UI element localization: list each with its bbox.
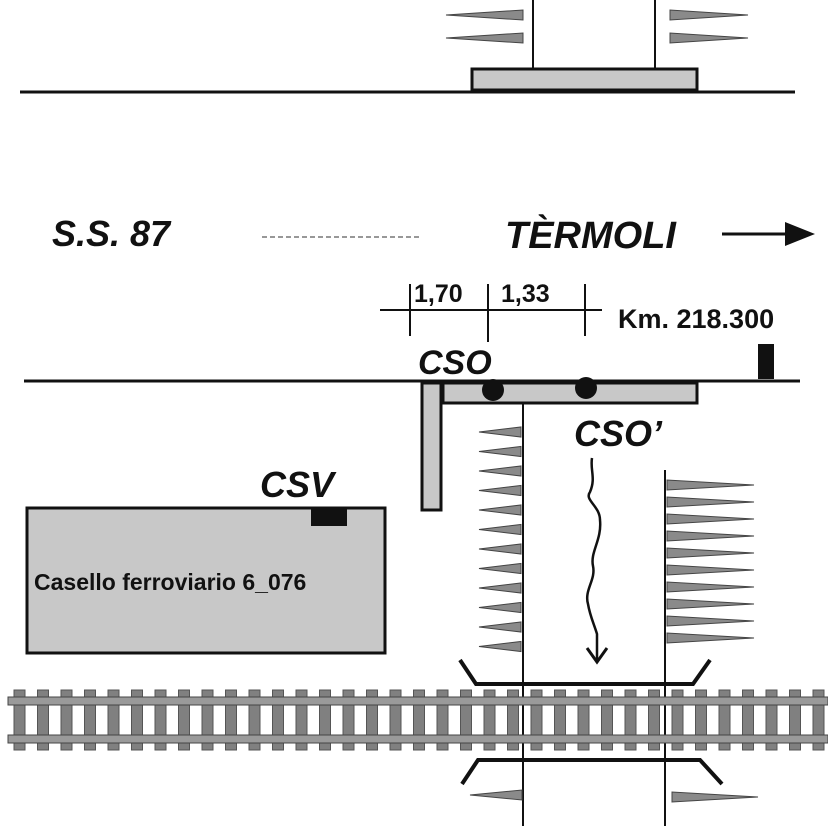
warning-triangle	[445, 9, 524, 21]
warning-triangle	[669, 32, 749, 44]
top-road	[20, 0, 795, 94]
track-sleeper	[248, 689, 261, 751]
bottom-warning-triangles	[469, 789, 759, 803]
track-sleeper	[131, 689, 143, 751]
direction-label: TÈRMOLI	[505, 213, 677, 257]
dimension-lines	[380, 284, 602, 342]
left-warning-triangles	[478, 426, 522, 653]
warning-triangle	[666, 564, 755, 576]
warning-triangle	[671, 791, 759, 803]
traffic-island	[441, 381, 699, 405]
dimension-2-label: 1,33	[501, 280, 550, 308]
top-traffic-island	[470, 67, 699, 92]
track-sleeper	[718, 689, 731, 751]
track-sleeper	[413, 689, 425, 751]
crossing-barrier-bottom	[460, 758, 724, 786]
warning-triangle	[666, 530, 755, 542]
warning-triangle	[669, 9, 749, 21]
warning-triangle	[478, 601, 522, 614]
track-sleeper	[107, 689, 120, 751]
csv-label: CSV	[260, 464, 337, 505]
rail-top	[7, 696, 828, 706]
warning-triangle	[478, 445, 522, 458]
track-sleeper	[201, 689, 214, 751]
warning-triangle	[478, 504, 522, 516]
barrier-arm	[420, 381, 443, 512]
track-sleeper	[295, 689, 308, 751]
cso-label: CSO	[418, 344, 492, 382]
track-sleeper	[60, 689, 73, 751]
track-sleeper	[178, 689, 190, 751]
warning-triangle	[666, 615, 755, 627]
track-sleeper	[460, 689, 472, 751]
warning-triangle	[478, 523, 522, 536]
railway-track	[7, 689, 828, 751]
km-marker-post	[758, 344, 774, 379]
rail-bottom	[7, 734, 828, 744]
warning-triangle	[666, 496, 755, 508]
wavy-arrow	[585, 457, 609, 665]
road-name-label: S.S. 87	[52, 213, 172, 254]
warning-triangle	[666, 547, 755, 559]
track-sleeper	[812, 689, 825, 751]
right-warning-triangles	[666, 479, 755, 644]
track-sleeper	[13, 689, 26, 751]
warning-triangle	[445, 32, 524, 44]
track-sleeper	[789, 689, 801, 751]
track-sleeper	[577, 689, 590, 751]
track-sleeper	[601, 689, 613, 751]
warning-triangle	[666, 632, 755, 644]
track-sleeper	[84, 689, 96, 751]
track-sleeper	[671, 689, 684, 751]
warning-triangle	[478, 562, 522, 575]
track-sleeper	[554, 689, 566, 751]
building	[25, 506, 387, 655]
track-sleeper	[742, 689, 754, 751]
track-sleeper	[154, 689, 167, 751]
km-marker-label: Km. 218.300	[618, 304, 774, 334]
track-sleeper	[695, 689, 707, 751]
track-sleeper	[37, 689, 49, 751]
direction-arrow	[722, 222, 815, 246]
warning-triangle	[666, 479, 755, 491]
track-sleeper	[648, 689, 660, 751]
warning-triangle	[666, 581, 755, 593]
cso-prime-signal-point	[575, 377, 597, 399]
track-sleeper	[530, 689, 543, 751]
csv-signal-box	[311, 508, 347, 526]
warning-triangle	[478, 543, 522, 555]
track-sleeper	[483, 689, 496, 751]
warning-triangle	[478, 484, 522, 497]
warning-triangle	[478, 640, 522, 653]
dimension-1-label: 1,70	[414, 280, 463, 308]
warning-triangle	[478, 621, 522, 633]
track-sleeper	[225, 689, 237, 751]
track-sleeper	[366, 689, 378, 751]
track-sleeper	[624, 689, 637, 751]
track-sleeper	[436, 689, 449, 751]
top-left-warning-triangles	[445, 9, 524, 44]
track-sleeper	[765, 689, 778, 751]
track-sleepers	[13, 689, 825, 751]
track-sleeper	[272, 689, 284, 751]
track-sleeper	[342, 689, 355, 751]
building-label: Casello ferroviario 6_076	[34, 569, 306, 595]
warning-triangle	[469, 789, 523, 801]
warning-triangle	[666, 513, 755, 525]
warning-triangle	[478, 465, 522, 477]
warning-triangle	[666, 598, 755, 610]
cso-prime-label: CSO’	[574, 413, 663, 454]
cso-signal-point	[482, 379, 504, 401]
track-sleeper	[319, 689, 331, 751]
track-sleeper	[507, 689, 519, 751]
warning-triangle	[478, 426, 522, 438]
top-right-warning-triangles	[669, 9, 749, 44]
warning-triangle	[478, 582, 522, 594]
track-sleeper	[389, 689, 402, 751]
crossing-barrier-top	[458, 658, 712, 686]
